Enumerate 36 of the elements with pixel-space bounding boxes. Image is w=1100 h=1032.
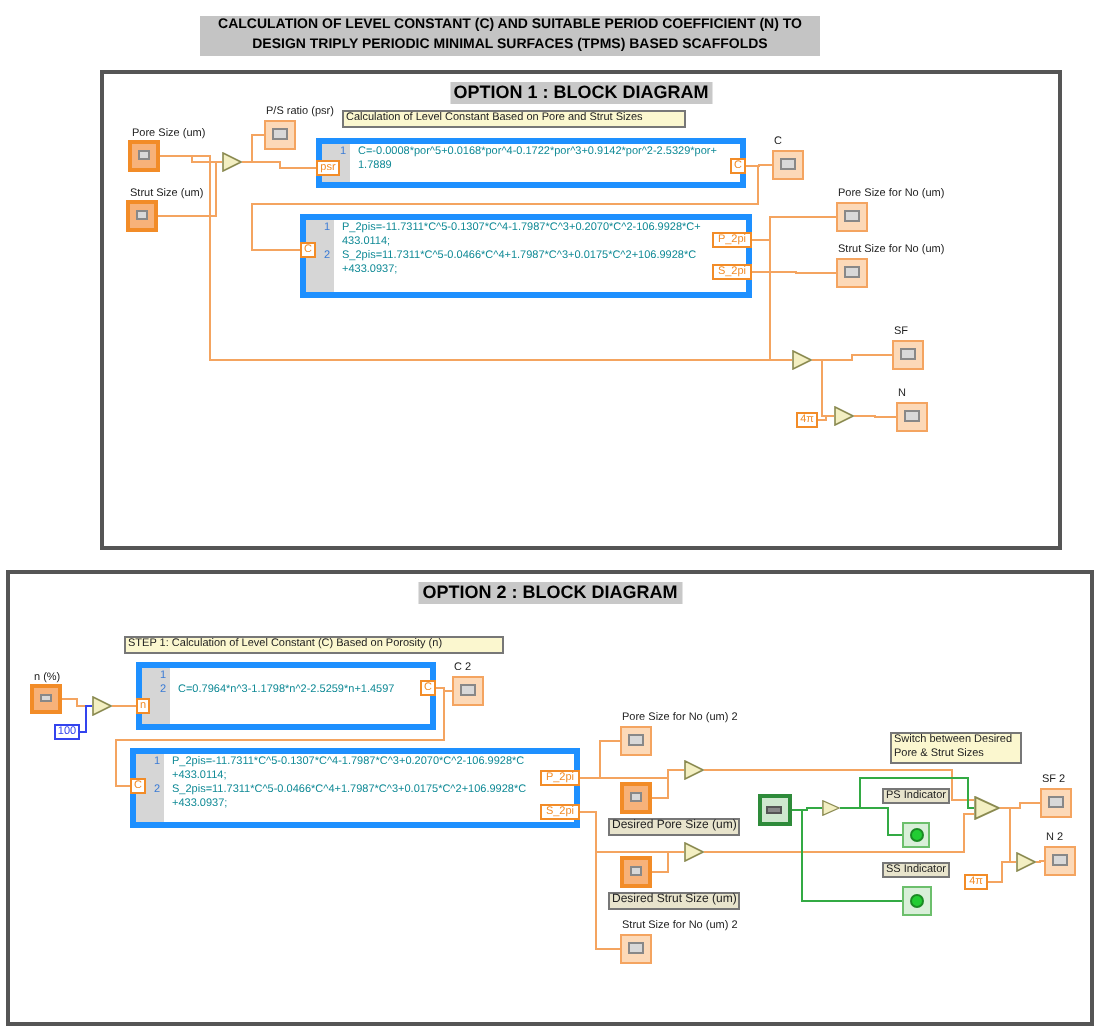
- formula-node: [130, 748, 580, 828]
- function-triangle: [684, 842, 704, 862]
- wire: [987, 861, 1017, 883]
- function-triangle: [1016, 852, 1036, 872]
- wire: [703, 813, 975, 853]
- wire: [839, 777, 975, 809]
- wire: [251, 165, 759, 251]
- formula-node: [136, 662, 436, 730]
- wire: [703, 769, 975, 801]
- function-triangle: [792, 350, 812, 370]
- panel-heading: OPTION 2 : BLOCK DIAGRAM: [418, 582, 682, 604]
- wire: [751, 271, 837, 274]
- function-triangle: [822, 800, 840, 816]
- function-triangle: [92, 696, 112, 716]
- wire: [241, 161, 317, 169]
- wire: [651, 851, 685, 873]
- block-diagram-panel: [100, 70, 1062, 550]
- block-diagram-panel: [6, 570, 1094, 1026]
- function-triangle: [684, 760, 704, 780]
- formula-node: [316, 138, 746, 188]
- wire: [111, 705, 137, 707]
- wire: [791, 809, 903, 902]
- wire: [157, 161, 223, 217]
- panel-heading: OPTION 1 : BLOCK DIAGRAM: [449, 82, 713, 104]
- wire: [1035, 860, 1045, 863]
- boolean-control: [758, 794, 792, 826]
- wire: [115, 687, 445, 787]
- function-triangle: [834, 406, 854, 426]
- formula-node: [300, 214, 752, 298]
- wire: [853, 415, 897, 418]
- function-triangle: [974, 796, 1000, 820]
- wire: [999, 807, 1017, 863]
- wire: [79, 705, 93, 733]
- wire: [651, 769, 685, 799]
- wire: [579, 811, 621, 950]
- function-triangle: [222, 152, 242, 172]
